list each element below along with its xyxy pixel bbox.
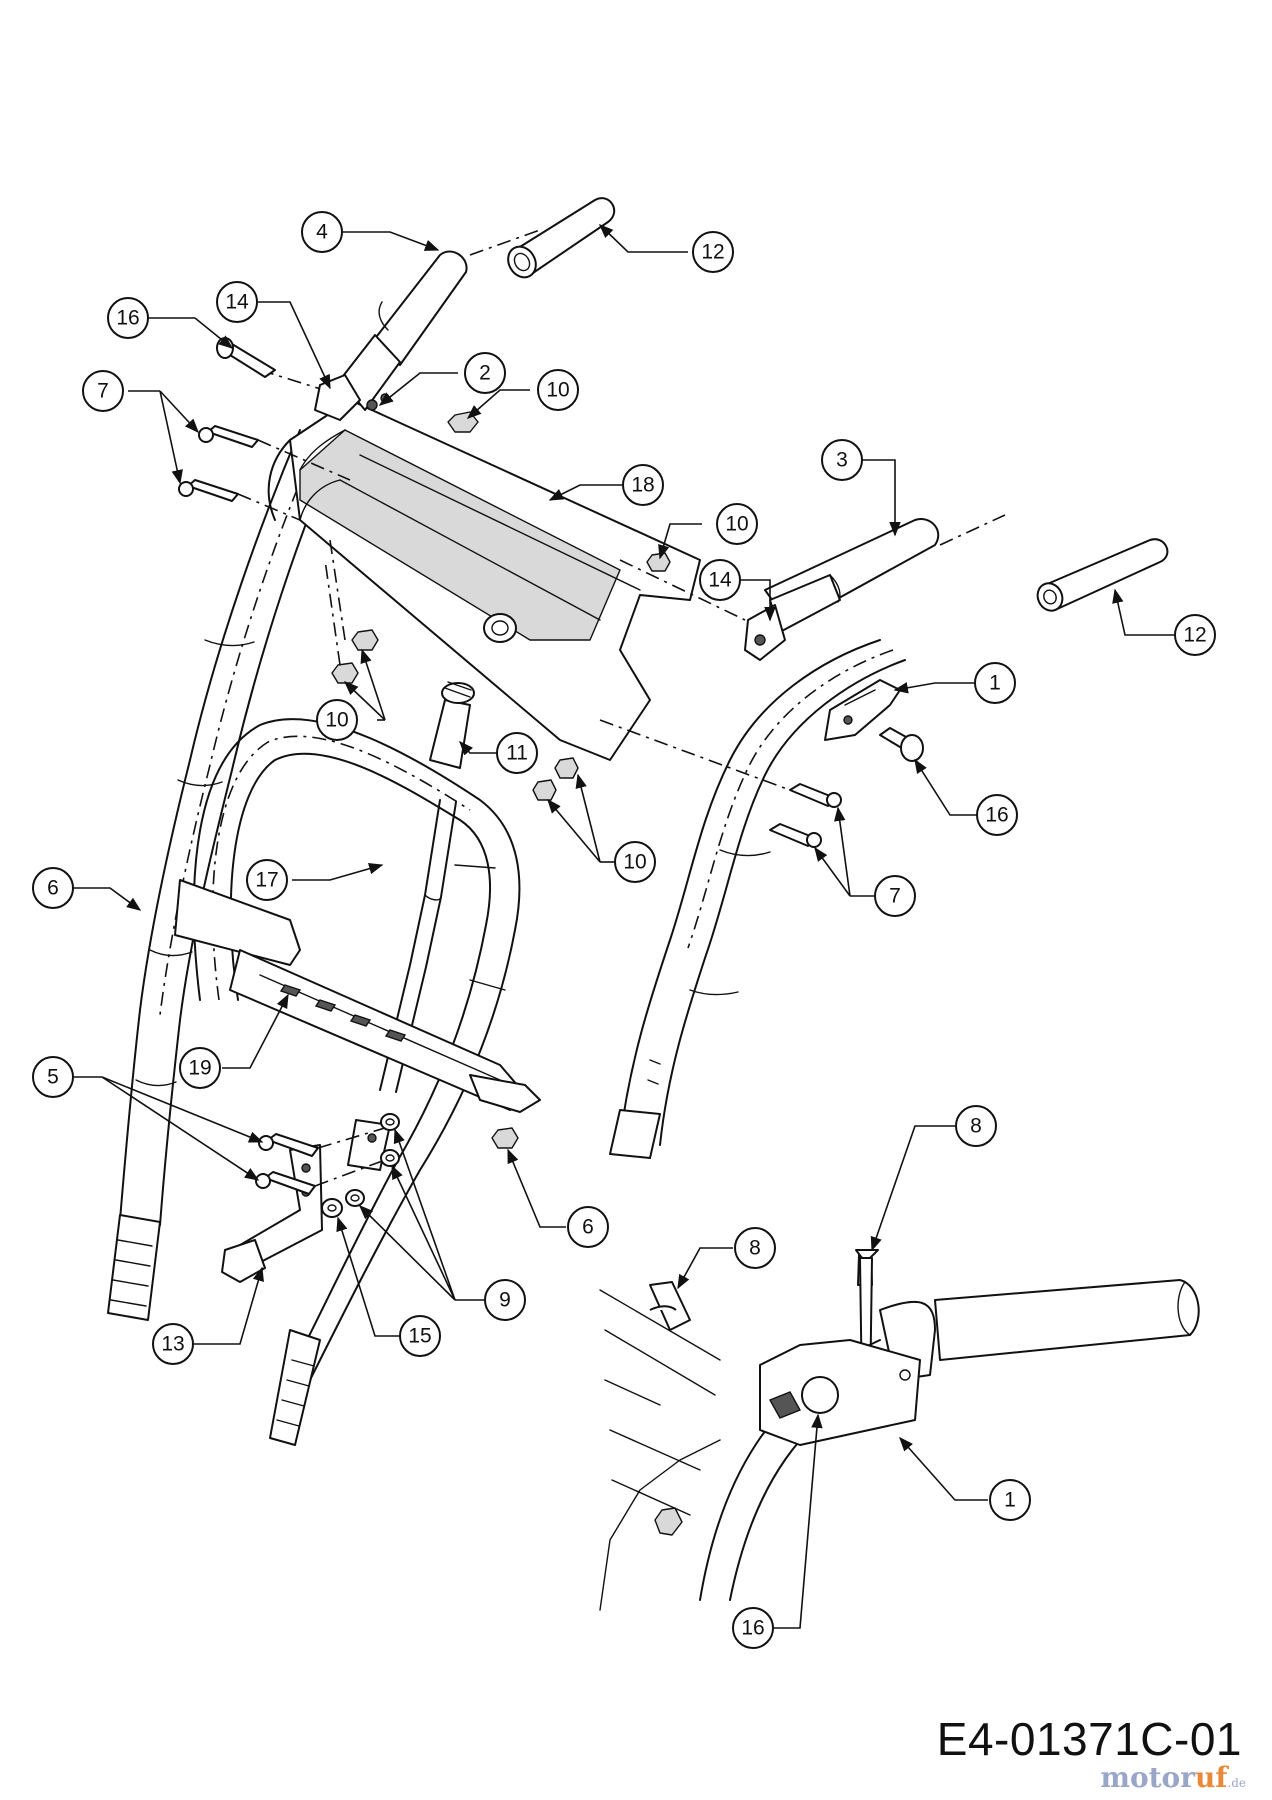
callout-13: 13 xyxy=(152,1323,194,1365)
svg-text:19: 19 xyxy=(188,1057,211,1080)
svg-text:12: 12 xyxy=(1183,624,1206,647)
svg-text:5: 5 xyxy=(47,1066,59,1089)
svg-text:11: 11 xyxy=(506,742,528,765)
watermark-brand-accent: uf xyxy=(1194,1761,1228,1794)
svg-text:6: 6 xyxy=(582,1216,594,1239)
right-cover-bracket xyxy=(824,679,901,741)
svg-text:6: 6 xyxy=(47,877,59,900)
callout-8-inset: 8 xyxy=(734,1227,776,1269)
watermark-logo: motoruf.de xyxy=(1100,1761,1246,1794)
callout-leaders xyxy=(73,224,1175,1629)
callout-10-right-top: 10 xyxy=(716,503,758,545)
watermark-brand: motor xyxy=(1100,1761,1195,1794)
callout-1-inset: 1 xyxy=(989,1479,1031,1521)
callout-16-right: 16 xyxy=(976,794,1018,836)
callout-15: 15 xyxy=(399,1315,441,1357)
svg-text:10: 10 xyxy=(325,709,348,732)
callout-10-top: 10 xyxy=(537,369,579,411)
callout-bubbles: 4 12 16 14 2 10 7 18 3 10 14 12 1 10 11 … xyxy=(32,211,1216,1649)
svg-text:7: 7 xyxy=(889,885,901,908)
callout-6-left: 6 xyxy=(32,867,74,909)
callout-14-right: 14 xyxy=(699,559,741,601)
callout-16-inset: 16 xyxy=(732,1607,774,1649)
callout-12-upper: 12 xyxy=(692,231,734,273)
callout-7-left: 7 xyxy=(82,370,124,412)
shift-rod xyxy=(347,799,457,1171)
right-handle-grip xyxy=(619,514,1006,661)
svg-text:15: 15 xyxy=(408,1325,431,1348)
svg-text:10: 10 xyxy=(725,513,748,536)
foam-grip-upper-left xyxy=(507,197,615,279)
svg-text:1: 1 xyxy=(1004,1489,1016,1512)
svg-text:14: 14 xyxy=(225,291,249,314)
callout-10-middle-pair: 10 xyxy=(614,841,656,883)
svg-text:8: 8 xyxy=(749,1237,761,1260)
svg-text:17: 17 xyxy=(255,869,278,892)
svg-text:16: 16 xyxy=(116,307,139,330)
callout-3: 3 xyxy=(821,439,863,481)
callout-12-right: 12 xyxy=(1174,614,1216,656)
callout-2: 2 xyxy=(464,352,506,394)
svg-text:9: 9 xyxy=(499,1289,511,1312)
svg-text:7: 7 xyxy=(97,380,109,403)
svg-text:3: 3 xyxy=(836,449,848,472)
left-handle-frame xyxy=(107,429,341,1321)
svg-text:1: 1 xyxy=(989,672,1001,695)
callout-10-left-pair: 10 xyxy=(316,699,358,741)
shift-knob xyxy=(429,681,475,769)
upper-panel xyxy=(267,399,701,761)
detail-inset xyxy=(599,1279,1200,1611)
svg-text:4: 4 xyxy=(316,221,328,244)
svg-text:10: 10 xyxy=(623,851,646,874)
svg-text:12: 12 xyxy=(701,241,724,264)
callout-17: 17 xyxy=(246,859,288,901)
callout-19: 19 xyxy=(179,1047,221,1089)
svg-text:16: 16 xyxy=(985,804,1008,827)
callout-1-upper: 1 xyxy=(974,662,1016,704)
callout-16-upper: 16 xyxy=(107,297,149,339)
foam-grip-right xyxy=(1036,538,1169,612)
svg-text:8: 8 xyxy=(970,1115,982,1138)
svg-text:16: 16 xyxy=(741,1617,764,1640)
callout-11: 11 xyxy=(496,732,538,774)
callout-18: 18 xyxy=(622,464,664,506)
shift-plate xyxy=(174,879,541,1113)
callout-7-right: 7 xyxy=(874,875,916,917)
svg-text:13: 13 xyxy=(161,1333,184,1356)
drawing-code: E4-01371C-01 xyxy=(936,1713,1242,1765)
callout-9: 9 xyxy=(484,1279,526,1321)
hardware xyxy=(178,337,924,1401)
svg-text:10: 10 xyxy=(546,379,569,402)
right-handle-frame xyxy=(609,639,906,1159)
callout-8-upper: 8 xyxy=(955,1105,997,1147)
svg-text:18: 18 xyxy=(631,474,654,497)
watermark-domain: .de xyxy=(1227,1776,1246,1790)
callout-4: 4 xyxy=(301,211,343,253)
svg-text:2: 2 xyxy=(479,362,491,385)
callout-6-right: 6 xyxy=(567,1206,609,1248)
callout-5: 5 xyxy=(32,1056,74,1098)
callout-14-left: 14 xyxy=(216,281,258,323)
svg-text:14: 14 xyxy=(708,569,732,592)
